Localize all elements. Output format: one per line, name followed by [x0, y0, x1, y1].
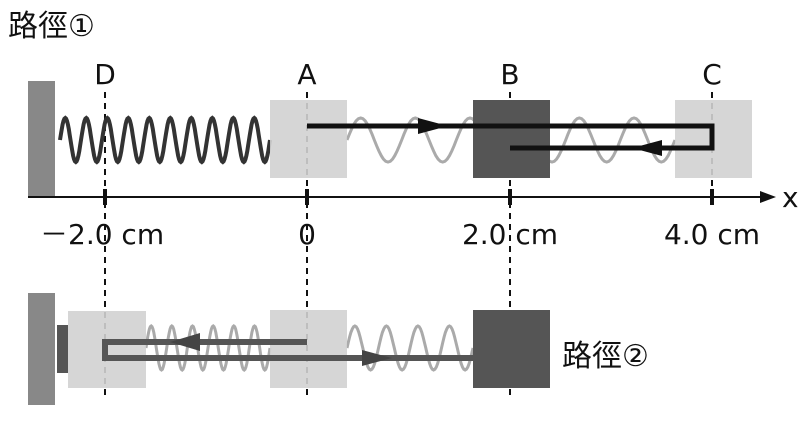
arrow-left-icon — [632, 140, 662, 156]
tick-label-neg2: －2.0 cm — [40, 218, 164, 251]
path2-label: 路徑② — [562, 339, 649, 374]
path2-arrow — [102, 333, 510, 366]
block-position-b-bottom — [473, 310, 550, 388]
spring-coil — [345, 324, 475, 372]
wall-top — [28, 81, 55, 197]
path1-arrow — [307, 118, 715, 156]
point-label-d: D — [94, 58, 116, 91]
axis-label: x — [782, 181, 799, 214]
point-label-c: C — [702, 58, 722, 91]
compressed-spring — [57, 325, 68, 373]
tick-label-2: 2.0 cm — [462, 218, 558, 251]
tick-label-0: 0 — [298, 218, 316, 251]
spring-bottom — [144, 324, 475, 372]
spring-coil — [58, 115, 272, 165]
path1-label: 路徑① — [8, 9, 95, 44]
arrow-right-icon — [418, 118, 448, 134]
block-position-a-bottom — [270, 310, 347, 388]
arrow-right-icon — [362, 350, 392, 366]
tick-label-4: 4.0 cm — [664, 218, 760, 251]
point-label-a: A — [297, 58, 316, 91]
spring-coil — [144, 324, 272, 372]
axis-ticks — [103, 189, 714, 205]
point-label-b: B — [500, 58, 519, 91]
block-position-a — [270, 100, 347, 178]
arrow-left-icon — [170, 333, 200, 351]
wall-bottom — [28, 293, 55, 405]
block-position-b — [473, 100, 550, 178]
axis-arrow-icon — [760, 191, 776, 203]
